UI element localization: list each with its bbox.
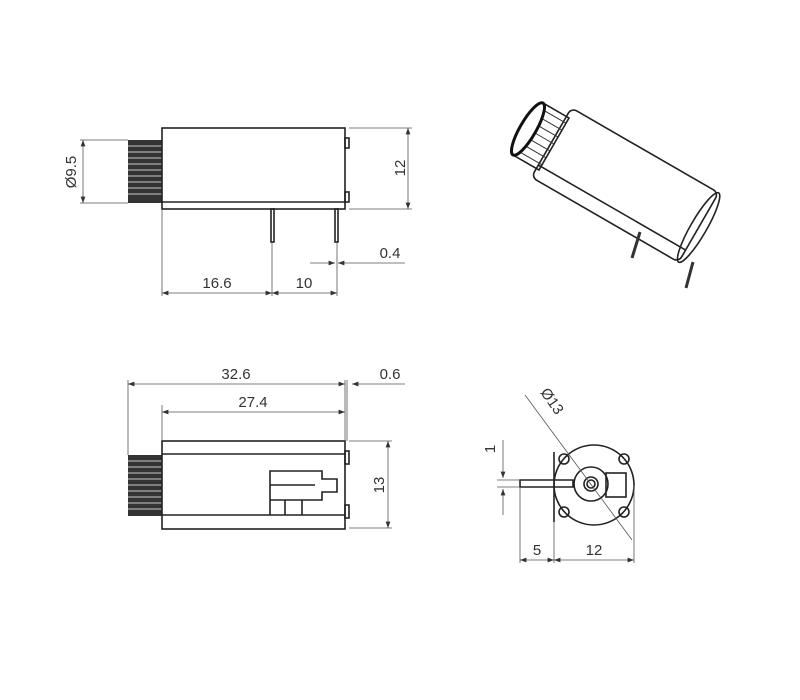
dim-height-12: 12	[392, 160, 409, 177]
terminal-tab	[519, 479, 574, 488]
dim-diameter-9.5: Ø9.5	[63, 156, 80, 189]
pin	[334, 208, 339, 243]
dim-pin-offset-16.6: 16.6	[202, 275, 231, 292]
dim-pin-spacing-10: 10	[296, 275, 313, 292]
holder-body	[161, 440, 346, 530]
dim-terminal-thickness-1: 1	[482, 445, 499, 453]
holder-body	[161, 127, 346, 210]
dim-diameter-13: Ø13	[537, 385, 567, 418]
dim-body-length-27.4: 27.4	[238, 394, 267, 411]
dim-flange-0.6: 0.6	[380, 366, 401, 383]
isometric-view	[509, 101, 721, 289]
dim-height-13: 13	[371, 477, 388, 494]
dim-width-12: 12	[586, 542, 603, 559]
dim-terminal-length-5: 5	[533, 542, 541, 559]
dim-pin-width-0.4: 0.4	[380, 245, 401, 262]
dim-overall-length-32.6: 32.6	[221, 366, 250, 383]
bottom-view: 32.6 0.6 27.4 13	[127, 366, 405, 530]
knurled-cap	[128, 140, 162, 203]
end-view: Ø13 1 5 12	[482, 385, 635, 563]
flange-circle	[553, 444, 635, 526]
pin	[270, 208, 275, 243]
knurled-cap	[128, 455, 162, 516]
side-view: Ø9.5 12 16.6 10 0.4	[63, 127, 412, 296]
